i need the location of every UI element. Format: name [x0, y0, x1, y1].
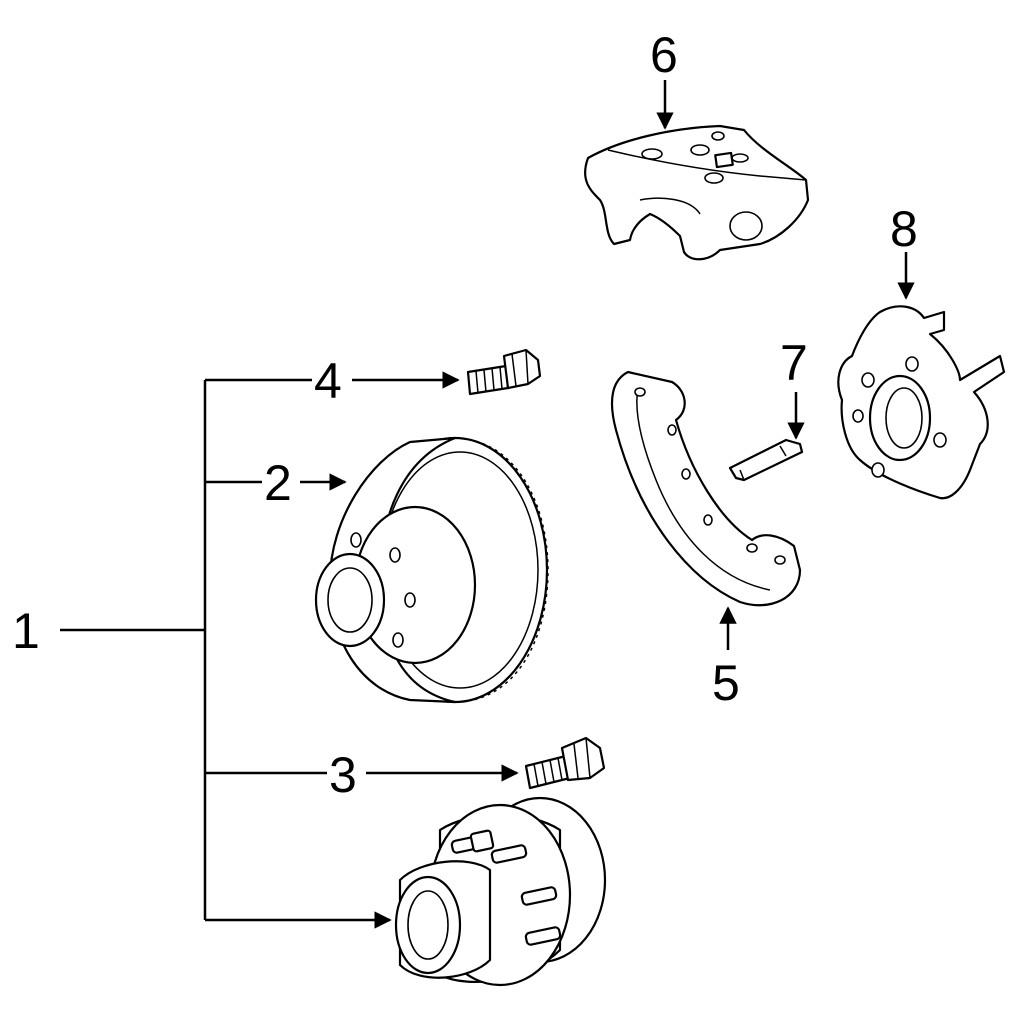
bracket-leader: [60, 371, 519, 929]
callout-2: 2: [264, 455, 292, 511]
callout-7: 7: [780, 335, 808, 391]
shield-part: [610, 370, 802, 607]
callout-6: 6: [650, 27, 678, 83]
callout-8: 8: [890, 201, 918, 257]
clip-part: [728, 438, 804, 482]
callout-1: 1: [12, 603, 40, 659]
stud-part: [524, 736, 606, 790]
callout-4: 4: [314, 353, 342, 409]
callout-3: 3: [329, 747, 357, 803]
bolt-part: [466, 348, 542, 396]
adapter-part: [837, 305, 1006, 500]
part-leaders: [656, 80, 915, 650]
hub-part: [394, 796, 607, 987]
callout-5: 5: [712, 655, 740, 711]
rotor-part: [314, 436, 549, 704]
caliper-part: [583, 124, 810, 261]
